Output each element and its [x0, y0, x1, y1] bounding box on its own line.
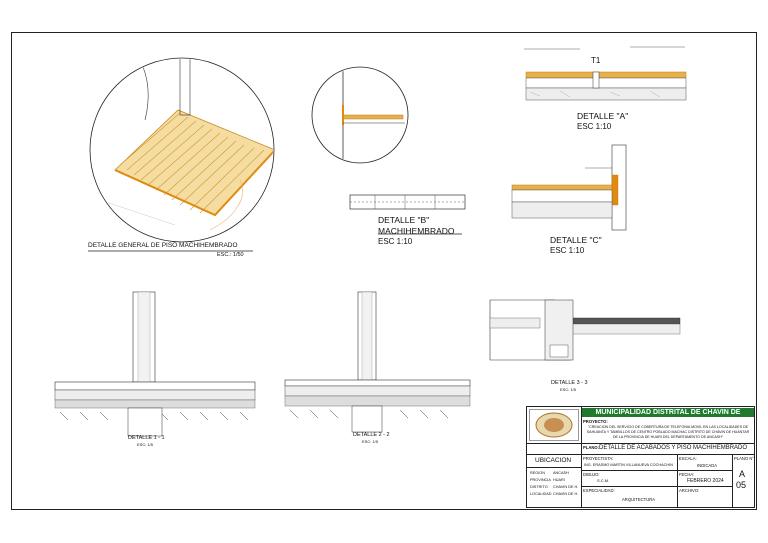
title-block: MUNICIPALIDAD DISTRITAL DE CHAVIN DE HUA… [526, 406, 755, 508]
project-label: PROYECTO: [583, 419, 608, 424]
region-label: REGION [530, 471, 545, 475]
detail-1-1-scale: ESC: 1/5 [137, 442, 154, 447]
detail-b-scale: ESC 1:10 [378, 237, 413, 246]
lamina-letter: A [739, 469, 746, 479]
drawing-sheet [11, 32, 757, 510]
archivo-label: ARCHIVO: [679, 488, 700, 493]
detail-2-2-drawing [284, 291, 471, 433]
detail-2-2-title: DETALLE 2 - 2 [353, 432, 390, 438]
detail-b-drawing [311, 66, 466, 235]
localidad-value: CHAVIN DE H. [553, 492, 579, 496]
general-detail-title: DETALLE GENERAL DE PISO MACHIHEMBRADO [88, 242, 238, 249]
proyectista-label: PROYECTISTA: [583, 456, 614, 461]
especialidad-label: ESPECIALIDAD: [583, 488, 615, 493]
dibujo-label: DIBUJO: [583, 472, 600, 477]
region-value: ANCASH [553, 471, 569, 475]
detail-b-title: DETALLE "B" [378, 215, 430, 225]
localidad-label: LOCALIDAD [530, 492, 552, 496]
detail-c-title: DETALLE "C" [550, 235, 602, 245]
detail-a-drawing [524, 46, 687, 101]
municipality-name: MUNICIPALIDAD DISTRITAL DE CHAVIN DE HUA… [582, 408, 754, 425]
detail-a-marker: T1 [591, 56, 601, 65]
general-detail-scale: ESC.: 1/50 [217, 252, 244, 258]
ubicacion-label: UBICACION [535, 457, 572, 464]
provincia-value: HUARI [553, 478, 565, 482]
distrito-value: CHAVIN DE H. [553, 485, 579, 489]
detail-1-1-drawing [54, 291, 256, 437]
detail-3-3-drawing [489, 299, 681, 361]
project-text: "CREACION DEL SERVICIO DE COBERTURA DE T… [586, 425, 750, 439]
escala-value: INDICADA [697, 463, 718, 468]
fecha-label: FECHA: [679, 472, 695, 477]
lamina-label: PLANO N°: [734, 456, 756, 461]
lamina-number: 05 [736, 480, 747, 490]
detail-b-subtitle: MACHIHEMBRADO [378, 226, 455, 236]
escala-label: ESCALA: [679, 456, 697, 461]
provincia-label: PROVINCIA [530, 478, 551, 482]
especialidad-value: ARQUITECTURA [622, 497, 656, 502]
detail-2-2-scale: ESC: 1/5 [362, 439, 379, 444]
detail-3-3-title: DETALLE 3 - 3 [551, 380, 588, 386]
general-detail-drawing [88, 57, 275, 252]
detail-c-scale: ESC 1:10 [550, 246, 585, 255]
fecha-value: FEBRERO 2024 [687, 478, 724, 484]
dibujo-value: S.C.M. [597, 478, 610, 483]
plano-label: PLANO: [583, 445, 600, 450]
proyectista-value: ING. ERASMO MARTIN VILLANUEVA COCHACHIN [584, 463, 673, 467]
detail-1-1-title: DETALLE 1 - 1 [128, 435, 165, 441]
detail-3-3-scale: ESC: 1/5 [560, 387, 577, 392]
municipality-logo [529, 409, 579, 441]
detail-a-scale: ESC 1:10 [577, 122, 612, 131]
detail-a-title: DETALLE "A" [577, 111, 629, 121]
plano-text: DETALLE DE ACABADOS Y PISO MACHIHEMBRADO [599, 445, 748, 451]
detail-c-drawing [511, 144, 627, 231]
distrito-label: DISTRITO [530, 485, 548, 489]
